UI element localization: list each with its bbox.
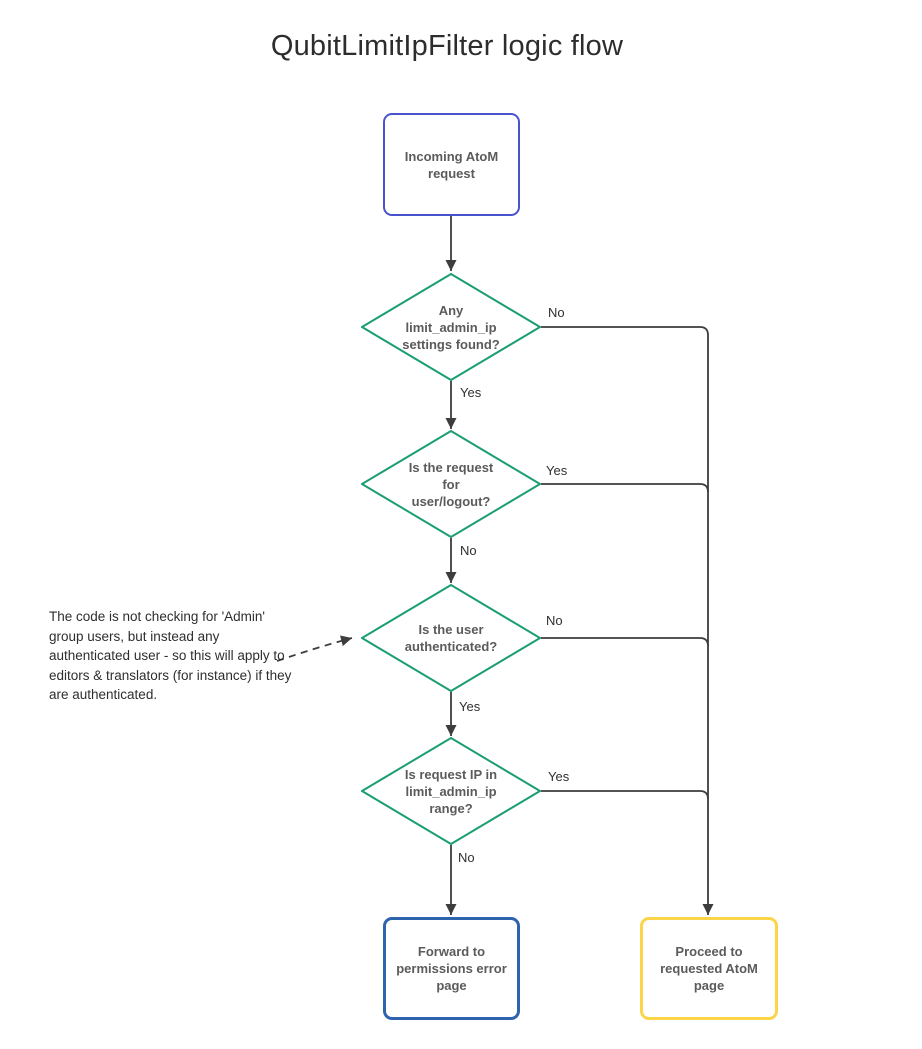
decision-request-user-logout-label: Is the request for user/logout? (408, 459, 494, 509)
decision-user-authenticated-label: Is the user authenticated? (404, 622, 498, 654)
edge-d1-no-trunk (541, 326, 714, 915)
annotation-note: The code is not checking for 'Admin' gro… (49, 609, 292, 702)
diamond-shape (361, 273, 541, 381)
decision-request-ip-in-range: Is request IP in limit_admin_ip range? (361, 737, 541, 845)
edge-label-d1-yes: Yes (460, 385, 482, 400)
edge-d2-yes-merge (541, 483, 709, 493)
edge-label-d1-no: No (548, 305, 565, 320)
diamond-shape (361, 737, 541, 845)
edge-d4-yes-merge (541, 790, 709, 800)
decision-request-user-logout: Is the request for user/logout? (361, 430, 541, 538)
diamond-shape (361, 584, 541, 692)
edge-label-d4-no: No (458, 850, 475, 865)
node-incoming-request-label: Incoming AtoM request (404, 148, 499, 181)
edge-label-d3-no: No (546, 613, 563, 628)
node-permissions-error: Forward to permissions error page (383, 917, 520, 1020)
diagram-title: QubitLimitIpFilter logic flow (270, 30, 624, 62)
diamond-shape (361, 430, 541, 538)
decision-limit-admin-ip-settings-found: Any limit_admin_ip settings found? (361, 273, 541, 381)
edge-label-d3-yes: Yes (459, 699, 481, 714)
decision-user-authenticated: Is the user authenticated? (361, 584, 541, 692)
decision-request-ip-in-range-label: Is request IP in limit_admin_ip range? (404, 766, 498, 816)
node-proceed-requested-page-label: Proceed to requested AtoM page (660, 944, 758, 993)
node-incoming-request: Incoming AtoM request (383, 113, 520, 216)
decision-limit-admin-ip-settings-found-label: Any limit_admin_ip settings found? (402, 302, 500, 352)
edge-label-d2-yes: Yes (546, 463, 568, 478)
edge-d3-no-merge (541, 637, 709, 647)
node-proceed-requested-page: Proceed to requested AtoM page (640, 917, 778, 1020)
edge-label-d2-no: No (460, 543, 477, 558)
node-permissions-error-label: Forward to permissions error page (396, 944, 507, 993)
edge-label-d4-yes: Yes (548, 769, 570, 784)
